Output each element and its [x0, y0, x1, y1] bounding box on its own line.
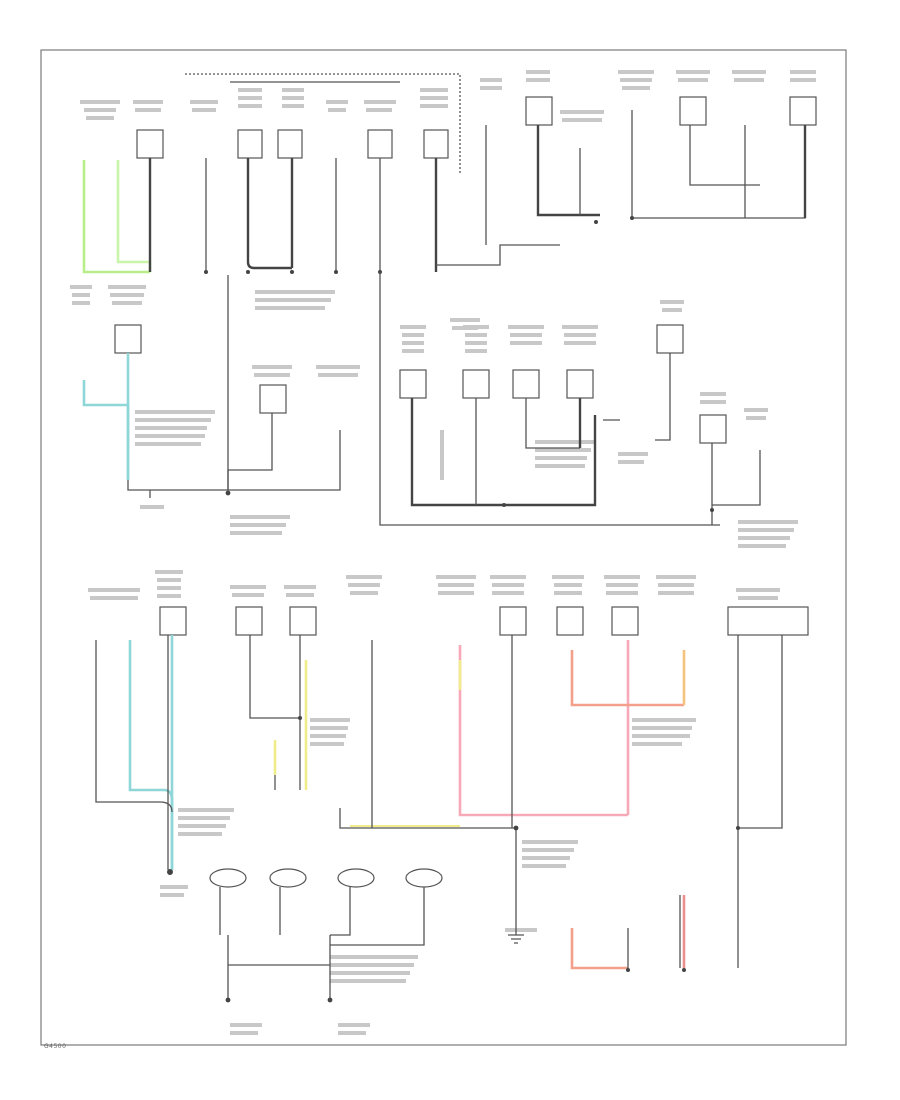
component-c — [277, 129, 303, 159]
middle-section — [70, 272, 798, 548]
lamp-3 — [337, 868, 375, 888]
bottom-section — [88, 570, 809, 1035]
component-i — [114, 324, 142, 354]
top-section — [80, 70, 817, 274]
component-d — [367, 129, 393, 159]
component-j — [259, 384, 287, 414]
lamp-2 — [269, 868, 307, 888]
component-s — [289, 606, 317, 636]
component-l — [462, 369, 490, 399]
wire-pink-1 — [458, 645, 628, 817]
wire-green-1 — [82, 160, 150, 274]
component-a — [136, 129, 164, 159]
component-r — [235, 606, 263, 636]
component-v — [611, 606, 639, 636]
diagram-code: G4500 — [44, 1043, 67, 1050]
component-u — [556, 606, 584, 636]
component-h — [789, 96, 817, 126]
component-k — [399, 369, 427, 399]
wire-salmon-1 — [570, 650, 684, 707]
component-g — [679, 96, 707, 126]
wire-cyan-3 — [128, 640, 174, 870]
component-p — [699, 414, 727, 444]
lamp-1 — [209, 868, 247, 888]
diagram-frame — [40, 49, 847, 1046]
component-b — [237, 129, 263, 159]
component-o — [656, 324, 684, 354]
component-f — [525, 96, 553, 126]
wire-cyan-1 — [82, 380, 130, 480]
component-e — [423, 129, 449, 159]
lamp-4 — [405, 868, 443, 888]
wire-salmon-2 — [570, 928, 628, 970]
component-w — [727, 606, 809, 636]
component-q — [159, 606, 187, 636]
wire-green-2 — [116, 160, 152, 272]
component-m — [512, 369, 540, 399]
component-t — [499, 606, 527, 636]
component-n — [566, 369, 594, 399]
